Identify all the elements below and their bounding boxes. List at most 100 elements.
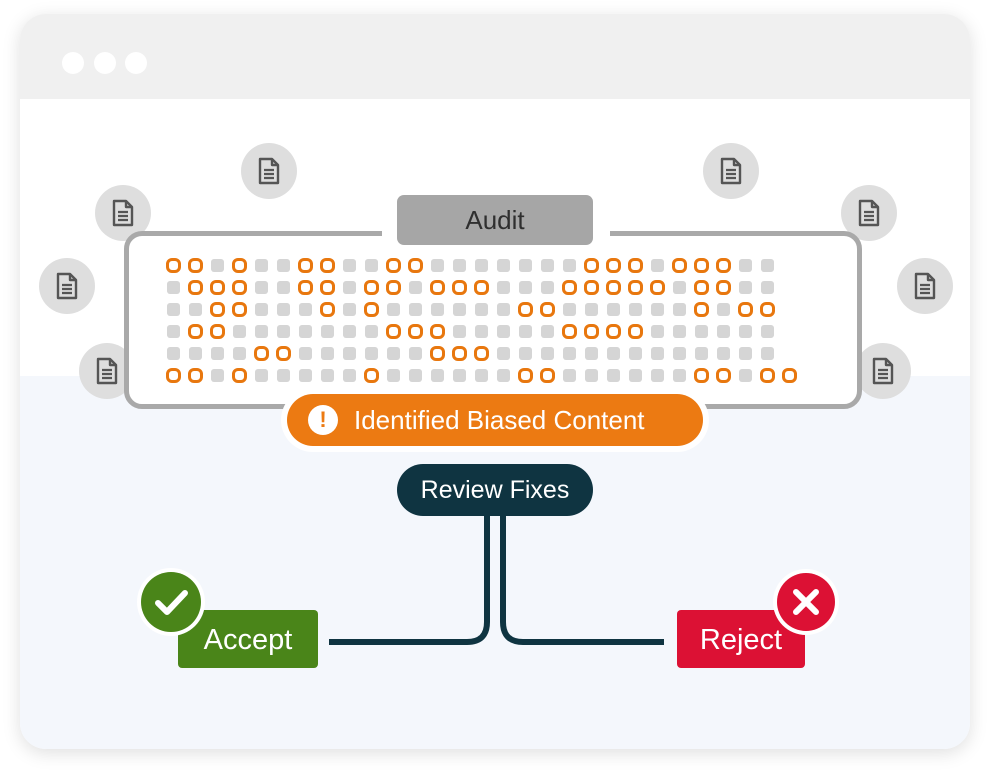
content-cell: [321, 325, 334, 338]
biased-cell: [694, 258, 709, 273]
biased-cell: [298, 258, 313, 273]
content-cell: [365, 347, 378, 360]
biased-cell: [518, 302, 533, 317]
biased-cell: [474, 346, 489, 361]
biased-cell: [606, 258, 621, 273]
biased-cell: [254, 346, 269, 361]
document-icon: [855, 343, 911, 399]
biased-cell: [540, 368, 555, 383]
content-cell: [563, 369, 576, 382]
biased-cell: [672, 258, 687, 273]
biased-cell: [430, 280, 445, 295]
biased-cell: [474, 280, 489, 295]
content-cell: [695, 325, 708, 338]
content-cell: [277, 325, 290, 338]
biased-cell: [232, 258, 247, 273]
biased-cell: [430, 324, 445, 339]
content-cell: [717, 303, 730, 316]
content-cell: [739, 259, 752, 272]
biased-cell: [716, 280, 731, 295]
content-cell: [519, 347, 532, 360]
biased-cell: [694, 280, 709, 295]
biased-cell: [364, 302, 379, 317]
content-cell: [189, 347, 202, 360]
biased-cell: [166, 258, 181, 273]
reject-connector: [500, 516, 664, 645]
content-cell: [409, 281, 422, 294]
content-cell: [299, 369, 312, 382]
content-cell: [563, 303, 576, 316]
content-cell: [409, 369, 422, 382]
content-cell: [541, 325, 554, 338]
content-cell: [475, 259, 488, 272]
content-cell: [739, 347, 752, 360]
document-icon: [897, 258, 953, 314]
biased-cell: [386, 280, 401, 295]
biased-cell: [738, 302, 753, 317]
review-fixes-button[interactable]: Review Fixes: [397, 464, 593, 516]
content-cell: [651, 259, 664, 272]
content-cell: [607, 369, 620, 382]
biased-cell: [210, 302, 225, 317]
content-cell: [563, 347, 576, 360]
content-cell: [541, 347, 554, 360]
content-cell: [717, 347, 730, 360]
exclamation-icon: !: [308, 405, 338, 435]
biased-cell: [188, 258, 203, 273]
content-cell: [365, 325, 378, 338]
document-icon: [241, 143, 297, 199]
biased-cell: [430, 346, 445, 361]
content-cell: [673, 303, 686, 316]
content-cell: [277, 303, 290, 316]
content-cell: [453, 303, 466, 316]
biased-cell: [606, 324, 621, 339]
content-cell: [739, 281, 752, 294]
content-cell: [673, 325, 686, 338]
biased-cell: [628, 280, 643, 295]
content-cell: [673, 347, 686, 360]
content-cell: [475, 325, 488, 338]
content-cell: [607, 347, 620, 360]
content-cell: [607, 303, 620, 316]
content-cell: [255, 369, 268, 382]
accept-button[interactable]: Accept: [178, 610, 318, 668]
biased-cell: [210, 280, 225, 295]
content-cell: [585, 369, 598, 382]
content-cell: [563, 259, 576, 272]
document-icon: [39, 258, 95, 314]
content-cell: [761, 259, 774, 272]
biased-cell: [452, 280, 467, 295]
content-cell: [343, 281, 356, 294]
biased-cell: [276, 346, 291, 361]
content-cell: [365, 259, 378, 272]
content-cell: [255, 259, 268, 272]
biased-cell: [364, 368, 379, 383]
biased-cell: [166, 368, 181, 383]
biased-cell: [188, 280, 203, 295]
content-cell: [651, 369, 664, 382]
biased-cell: [232, 302, 247, 317]
content-cell: [189, 303, 202, 316]
content-cell: [299, 303, 312, 316]
content-cell: [585, 347, 598, 360]
content-cell: [695, 347, 708, 360]
content-cell: [255, 303, 268, 316]
content-cell: [343, 347, 356, 360]
audit-gap: [590, 226, 610, 240]
content-cell: [497, 369, 510, 382]
biased-cell: [320, 302, 335, 317]
content-cell: [629, 303, 642, 316]
content-cell: [519, 325, 532, 338]
content-cell: [497, 259, 510, 272]
content-cell: [629, 347, 642, 360]
content-cell: [211, 369, 224, 382]
biased-cell: [386, 324, 401, 339]
biased-cell: [298, 280, 313, 295]
biased-cell: [760, 302, 775, 317]
window-dot: [125, 52, 147, 74]
content-cell: [343, 259, 356, 272]
content-cell: [431, 369, 444, 382]
content-cell: [453, 369, 466, 382]
biased-cell: [694, 368, 709, 383]
